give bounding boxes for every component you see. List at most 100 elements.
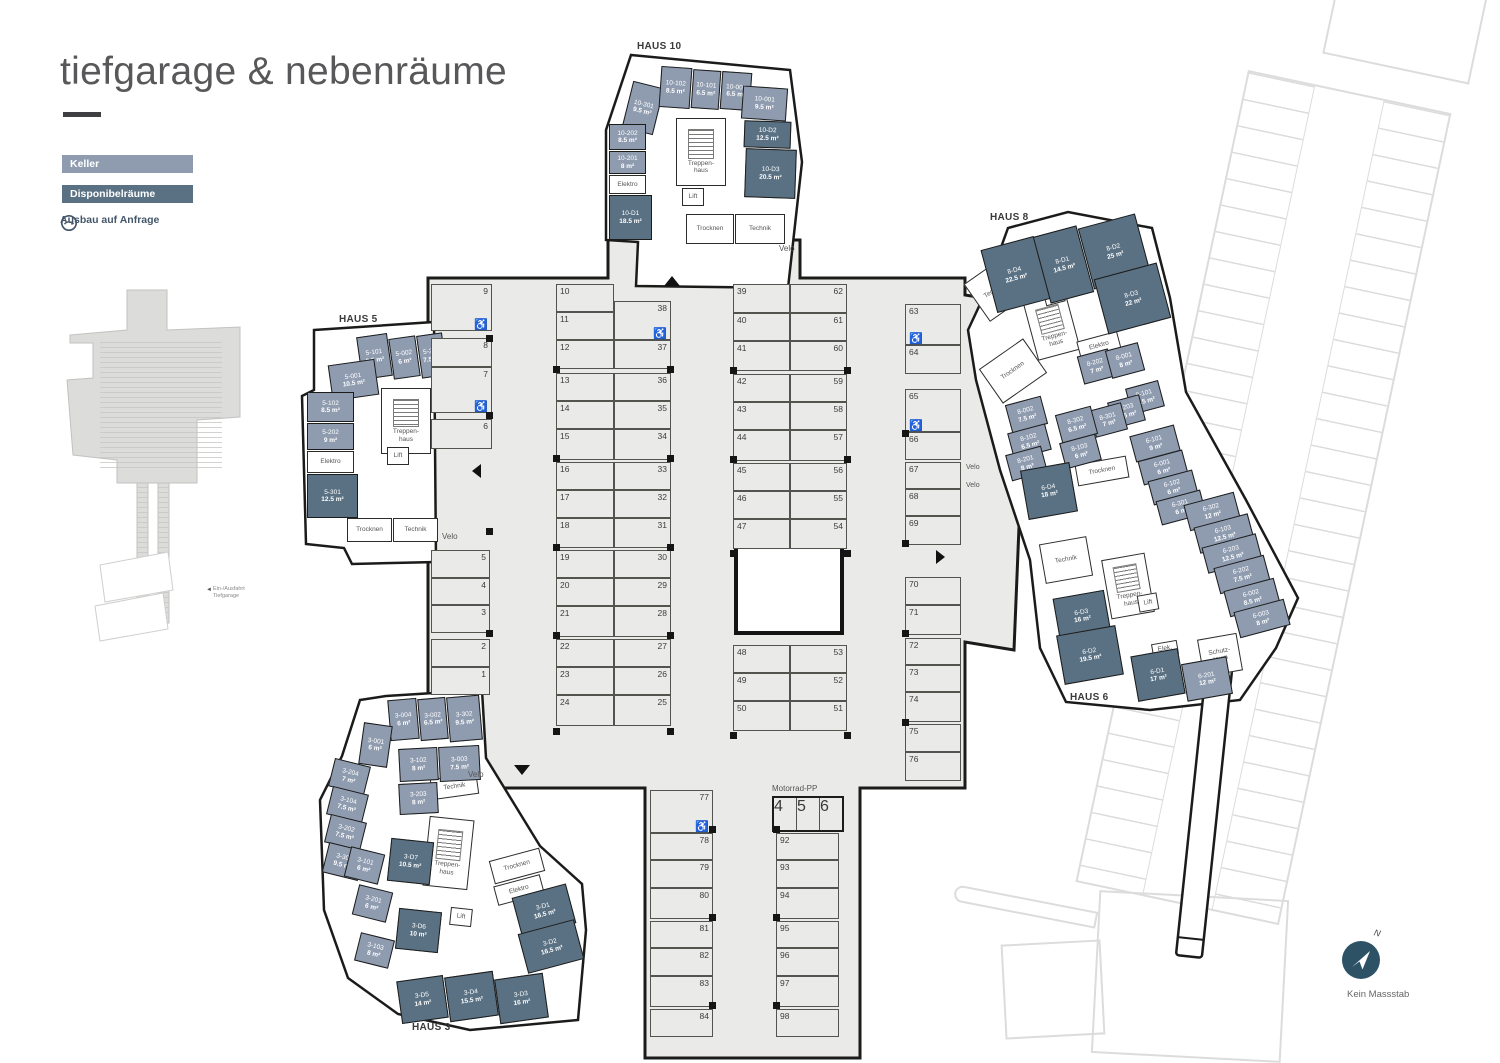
parking-stall-37: 37 [614,340,671,369]
parking-stall-8: 8 [431,338,492,367]
house-label-haus-8: HAUS 8 [990,212,1029,223]
stall-number: 36 [657,375,667,385]
stall-number: 49 [737,675,747,685]
parking-stall-74: 74 [905,692,961,722]
ramp-void [734,545,844,635]
parking-stall-51: 51 [790,701,847,731]
parking-stall-49: 49 [733,673,790,701]
title-underline [63,112,101,117]
stall-number: 2 [481,641,486,651]
stall-number: 15 [560,431,570,441]
parking-stall-70: 70 [905,577,961,605]
parking-stall-34: 34 [614,429,671,460]
stall-number: 82 [699,950,709,960]
velo-label: Velo [442,532,458,541]
stall-number: 98 [780,1011,790,1021]
parking-stall-45: 45 [733,463,790,491]
stall-number: 66 [909,434,919,444]
stall-number: 77 [699,792,709,802]
stall-number: 20 [560,580,570,590]
parking-stall-77: 77♿ [650,790,713,833]
parking-stall-61: 61 [790,313,847,341]
parking-stall-14: 14 [556,401,614,429]
stall-number: 6 [820,798,829,815]
service-room-lift: Lift [449,906,473,928]
stall-number: 11 [560,314,569,324]
parking-stall-73: 73 [905,665,961,692]
stall-number: 23 [560,669,570,679]
pillar [844,456,851,463]
pillar [667,728,674,735]
house-label-haus-10: HAUS 10 [637,41,682,52]
stall-number: 47 [737,521,747,531]
north-arrow-icon [1352,951,1370,970]
direction-arrow-right [936,550,945,564]
parking-stall-50: 50 [733,701,790,731]
parking-stall-82: 82 [650,948,713,976]
stall-number: 96 [780,950,790,960]
direction-arrow-down [514,765,530,775]
stall-number: 9 [483,286,488,296]
wheelchair-icon: ♿ [474,319,488,331]
parking-stall-53: 53 [790,645,847,673]
stall-number: 42 [737,376,747,386]
stall-number: 13 [560,375,570,385]
parking-stall-67: 67 [905,462,961,489]
stall-number: 28 [657,608,667,618]
stall-number: 56 [833,465,843,475]
parking-stall-2: 2 [431,639,490,667]
parking-stall-44: 44 [733,430,790,461]
pillar [553,632,560,639]
stall-number: 19 [560,552,570,562]
parking-stall-27: 27 [614,639,671,667]
parking-stall-39: 39 [733,284,790,313]
stall-number: 65 [909,391,919,401]
parking-stall-13: 13 [556,373,614,401]
parking-stall-12: 12 [556,340,614,369]
parking-stall-31: 31 [614,518,671,548]
stall-number: 4 [481,580,486,590]
pillar [773,914,780,921]
parking-stall-48: 48 [733,645,790,673]
minimap-entry-arrow: ◄ [206,587,212,593]
pillar [553,544,560,551]
parking-stall-55: 55 [790,491,847,519]
stall-number: 44 [737,432,747,442]
stall-number: 32 [657,492,667,502]
stall-number: 70 [909,579,919,589]
parking-stall-78: 78 [650,833,713,860]
pillar [730,456,737,463]
parking-stall-59: 59 [790,374,847,402]
stall-number: 10 [560,286,570,296]
north-compass [1342,941,1380,979]
pillar [773,826,780,833]
parking-stall-43: 43 [733,402,790,430]
stall-number: 14 [560,403,570,413]
parking-stall-71: 71 [905,605,961,635]
parking-stall-57: 57 [790,430,847,461]
parking-stall-11: 11 [556,312,614,340]
scale-note: Kein Massstab [1347,989,1410,1000]
parking-stall-7: 7♿ [431,367,492,413]
pillar [667,366,674,373]
stall-number: 5 [797,798,806,815]
stall-number: 93 [780,862,790,872]
stall-number: 80 [699,890,709,900]
parking-stall-28: 28 [614,606,671,637]
stall-number: 61 [833,315,843,325]
parking-stall-32: 32 [614,490,671,518]
motorrad-stall-5: 5 [797,798,820,830]
stall-number: 43 [737,404,747,414]
stairs-icon [687,129,715,159]
